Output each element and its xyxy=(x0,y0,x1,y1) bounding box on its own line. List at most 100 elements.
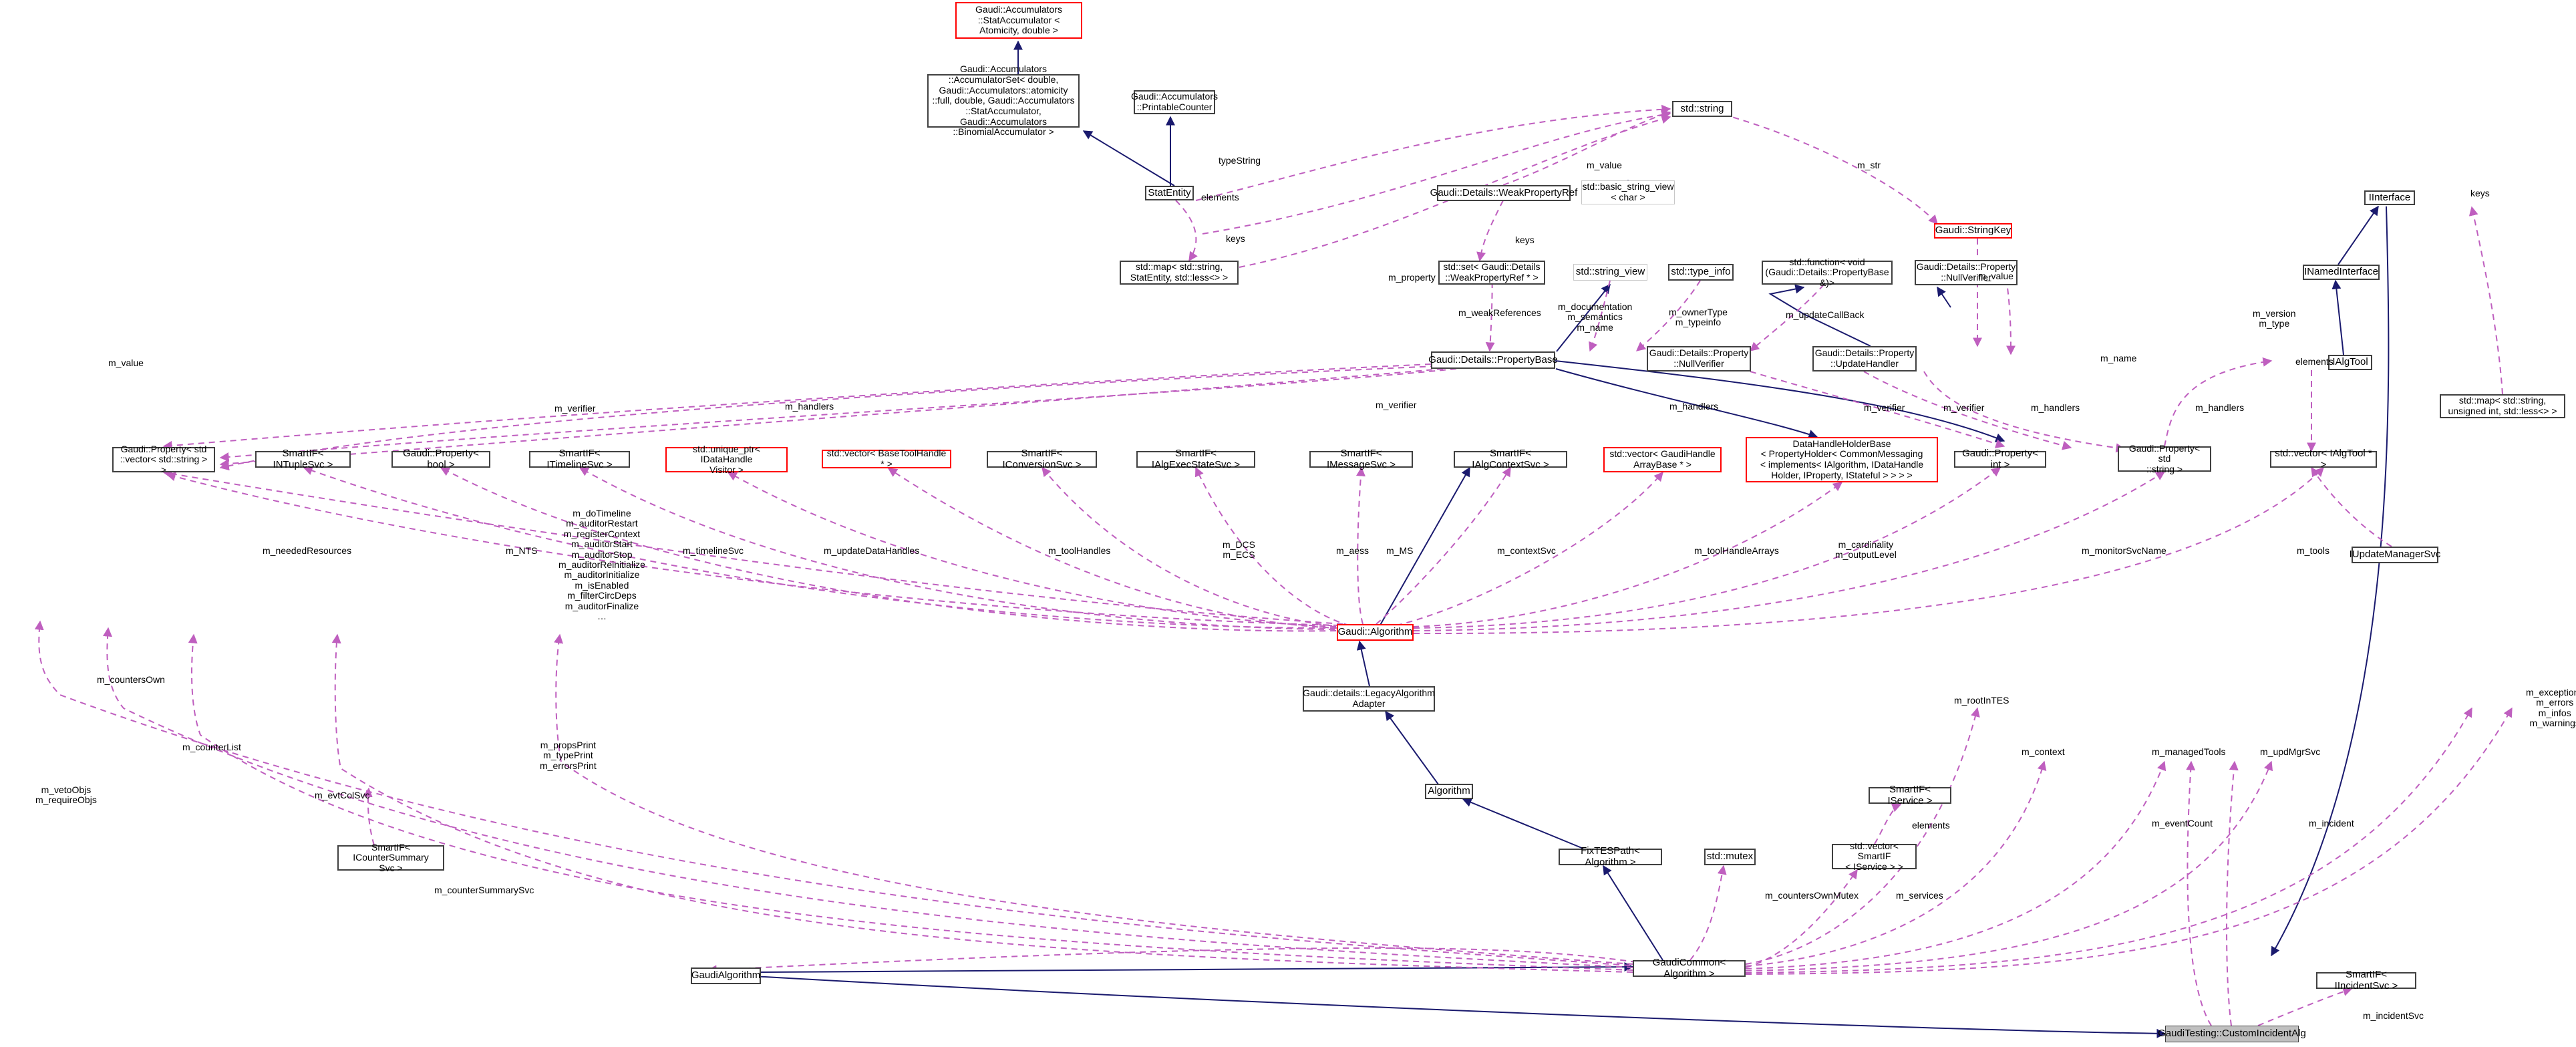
class-node-basicsv[interactable]: std::basic_string_view < char > xyxy=(1581,180,1675,204)
class-node-propbool[interactable]: Gaudi::Property< bool > xyxy=(391,448,490,470)
class-node-statacc[interactable]: Gaudi::Accumulators ::StatAccumulator < … xyxy=(955,2,1082,39)
edge-label: m_doTimeline m_auditorRestart m_register… xyxy=(558,508,645,621)
edge-label: keys xyxy=(2470,188,2490,198)
edge-label: m_propsPrint m_typePrint m_errorsPrint xyxy=(540,740,597,771)
edge-label: m_updateDataHandles xyxy=(824,545,920,556)
class-node-mapstatentity[interactable]: std::map< std::string, StatEntity, std::… xyxy=(1120,261,1239,285)
class-node-vecbth[interactable]: std::vector< BaseToolHandle * > xyxy=(822,448,951,469)
class-node-stdstring[interactable]: std::string xyxy=(1672,101,1732,117)
class-node-smiconv[interactable]: SmartIF< IConversionSvc > xyxy=(987,448,1097,470)
class-node-propnullv[interactable]: Gaudi::Details::Property ::NullVerifier xyxy=(1647,346,1751,371)
edge-label: m_countersOwn xyxy=(97,674,165,685)
class-node-gaudialgorithm[interactable]: GaudiAlgorithm xyxy=(691,967,761,984)
class-node-setweak[interactable]: std::set< Gaudi::Details ::WeakPropertyR… xyxy=(1438,261,1545,285)
edge-label: m_tools xyxy=(2297,545,2330,556)
edge-label: m_monitorSvcName xyxy=(2082,545,2166,556)
class-node-vecsmiservice[interactable]: std::vector< SmartIF < IService > > xyxy=(1832,841,1917,872)
edge-label: elements xyxy=(1201,192,1239,202)
edge-label: elements xyxy=(1912,820,1950,831)
class-node-legacyadapter[interactable]: Gaudi::details::LegacyAlgorithm Adapter xyxy=(1303,686,1435,712)
edge-label: m_context xyxy=(2022,746,2065,757)
edge-label: keys xyxy=(1515,235,1535,245)
class-node-stdfunction[interactable]: std::function< void (Gaudi::Details::Pro… xyxy=(1762,257,1893,288)
edge-label: m_MS xyxy=(1386,545,1414,556)
class-node-propstr[interactable]: Gaudi::Property< std ::string > xyxy=(2118,443,2211,474)
class-node-uniqdhv[interactable]: std::unique_ptr< IDataHandle Visitor > xyxy=(665,444,788,475)
class-node-smitimeline[interactable]: SmartIF< ITimelineSvc > xyxy=(529,448,630,470)
edge-label: m_counterSummarySvc xyxy=(434,885,534,895)
edge-label: m_verifier xyxy=(1376,400,1417,410)
edge-label: m_version m_type xyxy=(2253,308,2296,329)
edge-label: m_eventCount xyxy=(2152,818,2213,829)
edge-label: m_handlers xyxy=(2195,402,2245,413)
edge-label: m_DCS m_ECS xyxy=(1223,539,1256,561)
class-node-dhhb[interactable]: DataHandleHolderBase < PropertyHolder< C… xyxy=(1746,437,1938,482)
edge-label: m_aess xyxy=(1336,545,1370,556)
class-node-smialgexec[interactable]: SmartIF< IAlgExecStateSvc > xyxy=(1136,448,1255,470)
edge-label: m_neededResources xyxy=(263,545,352,556)
class-node-counterswsvc[interactable]: SmartIF< ICounterSummary Svc > xyxy=(337,842,444,873)
class-node-stdmutex[interactable]: std::mutex xyxy=(1704,849,1756,865)
class-node-nullverifier[interactable]: Gaudi::Details::Property ::NullVerifier xyxy=(1915,260,2018,285)
class-node-printctr[interactable]: Gaudi::Accumulators ::PrintableCounter xyxy=(1131,90,1218,114)
edge-label: m_incident xyxy=(2309,818,2354,829)
edge-label: m_toolHandleArrays xyxy=(1694,545,1779,556)
edge-label: m_contextSvc xyxy=(1497,545,1556,556)
edge-label: m_timelineSvc xyxy=(683,545,744,556)
class-node-ialgtool[interactable]: IAlgTool xyxy=(2328,355,2372,370)
edge-label: m_cardinality m_outputLevel xyxy=(1835,539,1897,561)
edge-label: m_NTS xyxy=(506,545,538,556)
edge-label: m_value xyxy=(108,357,144,368)
class-node-smiservice[interactable]: SmartIF< IService > xyxy=(1869,784,1951,806)
class-node-statentity[interactable]: StatEntity xyxy=(1145,186,1194,200)
edge-label: m_managedTools xyxy=(2152,746,2226,757)
class-node-customincident[interactable]: GaudiTesting::CustomIncidentAlg xyxy=(2158,1026,2306,1042)
class-node-propvecstr[interactable]: Gaudi::Property< std ::vector< std::stri… xyxy=(112,444,215,475)
class-node-smimsg[interactable]: SmartIF< IMessageSvc > xyxy=(1309,448,1413,470)
class-node-propupdh[interactable]: Gaudi::Details::Property ::UpdateHandler xyxy=(1812,346,1917,371)
edge-label: m_verifier xyxy=(554,403,596,414)
class-node-stringview[interactable]: std::string_view xyxy=(1573,264,1647,281)
class-node-iupdmgr[interactable]: IUpdateManagerSvc xyxy=(2350,547,2440,563)
edge-label: m_ownerType m_typeinfo xyxy=(1669,307,1728,328)
class-node-gaudicommon[interactable]: GaudiCommon< Algorithm > xyxy=(1633,957,1746,979)
class-node-smialgctx[interactable]: SmartIF< IAlgContextSvc > xyxy=(1454,448,1567,470)
class-node-algorithm[interactable]: Algorithm xyxy=(1425,784,1473,799)
class-node-smintuple[interactable]: SmartIF< INTupleSvc > xyxy=(255,448,351,470)
edge-label: m_incidentSvc xyxy=(2363,1010,2424,1021)
class-node-propint[interactable]: Gaudi::Property< int > xyxy=(1954,448,2046,470)
class-node-accset[interactable]: Gaudi::Accumulators ::AccumulatorSet< do… xyxy=(927,63,1080,137)
edge-label: m_updMgrSvc xyxy=(2260,746,2321,757)
edge-label: m_property xyxy=(1388,272,1436,283)
class-node-fixtespath[interactable]: FixTESPath< Algorithm > xyxy=(1559,845,1662,867)
edge-label: m_counterList xyxy=(182,742,241,752)
edge-label: m_verifier xyxy=(1943,402,1985,413)
edge-label: m_handlers xyxy=(2031,402,2080,413)
class-node-gaudialgo[interactable]: Gaudi::Algorithm xyxy=(1337,624,1414,641)
class-node-smiincident[interactable]: SmartIF< IIncidentSvc > xyxy=(2316,969,2416,991)
edge-label: m_rootInTES xyxy=(1954,695,2009,706)
edge-label: m_exceptions m_errors m_infos m_warnings xyxy=(2526,687,2576,729)
edge-label: m_handlers xyxy=(1669,401,1719,412)
edge-label: m_value xyxy=(1587,160,1622,170)
class-node-vecgha[interactable]: std::vector< GaudiHandle ArrayBase * > xyxy=(1603,447,1722,472)
edge-label: m_documentation m_semantics m_name xyxy=(1558,301,1633,333)
class-node-mapuint[interactable]: std::map< std::string, unsigned int, std… xyxy=(2440,394,2565,418)
class-node-typeinfo[interactable]: std::type_info xyxy=(1668,264,1734,281)
edge-label: m_countersOwnMutex xyxy=(1765,890,1859,901)
edge-label: m_weakReferences xyxy=(1458,307,1541,318)
class-node-inamediface[interactable]: INamedInterface xyxy=(2303,265,2380,280)
edge-label: m_services xyxy=(1896,890,1943,901)
class-node-weakpropref[interactable]: Gaudi::Details::WeakPropertyRef xyxy=(1430,185,1577,201)
edge-label: m_name xyxy=(2100,353,2137,363)
edge-label: m_evtColSvc xyxy=(315,790,370,800)
class-node-iinterface[interactable]: IInterface xyxy=(2364,190,2415,205)
edge-label: m_toolHandles xyxy=(1048,545,1111,556)
class-node-stringkey[interactable]: Gaudi::StringKey xyxy=(1934,223,2012,239)
edge-label: m_verifier xyxy=(1864,402,1905,413)
edge-label: typeString xyxy=(1219,155,1261,166)
class-node-vecialgtool[interactable]: std::vector< IAlgTool * > xyxy=(2270,448,2377,470)
class-node-propbase[interactable]: Gaudi::Details::PropertyBase xyxy=(1428,351,1558,369)
